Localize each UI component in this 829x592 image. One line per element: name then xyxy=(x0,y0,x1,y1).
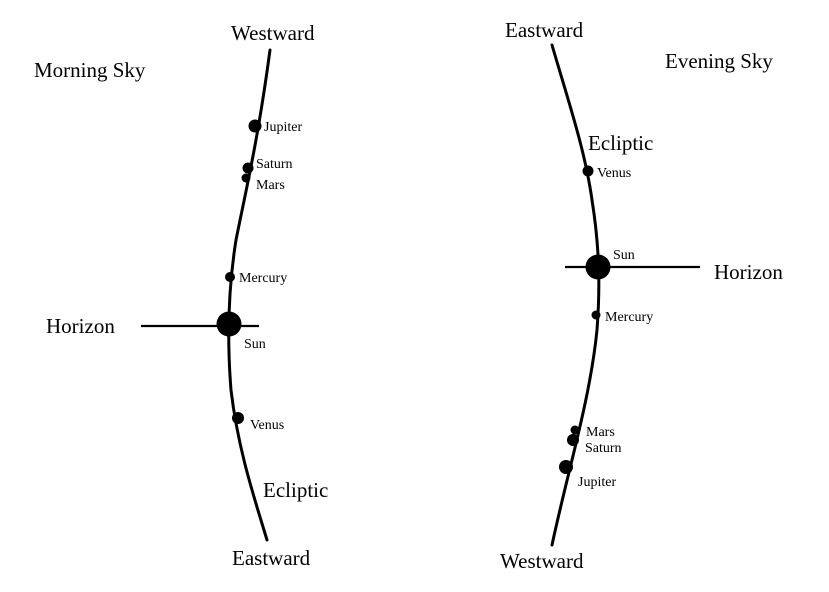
morning-jupiter-dot xyxy=(248,119,262,133)
morning-saturn-label: Saturn xyxy=(256,157,293,172)
morning-sun-dot xyxy=(216,311,242,337)
evening-venus-label: Venus xyxy=(597,166,631,181)
morning-mars-label: Mars xyxy=(256,178,285,193)
evening-sun-dot xyxy=(585,254,611,280)
morning-venus-label: Venus xyxy=(250,418,284,433)
evening-horizon-label: Horizon xyxy=(714,260,783,284)
evening-ecliptic-line xyxy=(550,43,601,547)
evening-mercury-dot xyxy=(591,310,601,320)
evening-top-direction: Eastward xyxy=(505,18,584,42)
evening-saturn-label: Saturn xyxy=(585,441,622,456)
morning-bottom-direction: Eastward xyxy=(232,546,311,570)
morning-sky-panel: Morning Sky Westward Eastward Horizon Ec… xyxy=(34,21,328,570)
evening-jupiter-label: Jupiter xyxy=(578,475,616,490)
evening-ecliptic-label: Ecliptic xyxy=(588,131,653,155)
morning-mercury-dot xyxy=(225,272,235,282)
evening-sky-title: Evening Sky xyxy=(665,49,773,73)
morning-horizon-label: Horizon xyxy=(46,314,115,338)
morning-sky-title: Morning Sky xyxy=(34,58,146,82)
evening-mercury-label: Mercury xyxy=(605,310,653,325)
evening-bottom-direction: Westward xyxy=(500,549,584,573)
morning-mercury-label: Mercury xyxy=(239,271,287,286)
evening-jupiter-dot xyxy=(559,460,573,474)
morning-mars-dot xyxy=(241,173,251,183)
evening-venus-dot xyxy=(582,165,594,177)
morning-saturn-dot xyxy=(242,162,254,174)
morning-sun-label: Sun xyxy=(244,337,266,352)
evening-mars-dot xyxy=(570,425,580,435)
evening-mars-label: Mars xyxy=(586,425,615,440)
evening-sky-panel: Evening Sky Eastward Westward Horizon Ec… xyxy=(500,18,783,573)
morning-venus-dot xyxy=(232,412,244,424)
morning-jupiter-label: Jupiter xyxy=(264,120,302,135)
evening-sun-label: Sun xyxy=(613,248,635,263)
morning-ecliptic-line xyxy=(227,48,272,542)
morning-ecliptic-label: Ecliptic xyxy=(263,478,328,502)
morning-top-direction: Westward xyxy=(231,21,315,45)
evening-saturn-dot xyxy=(567,434,579,446)
